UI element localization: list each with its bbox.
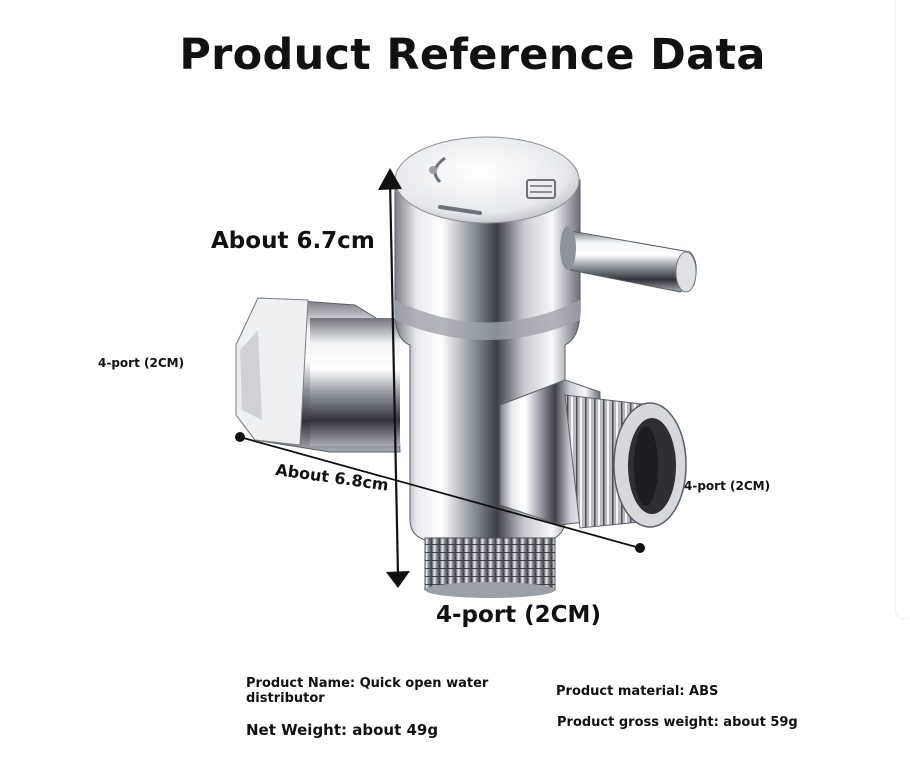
spec-net-weight: Net Weight: about 49g <box>246 721 439 739</box>
bottom-port-label: 4-port (2CM) <box>436 602 601 628</box>
page-title: Product Reference Data <box>179 30 766 80</box>
spec-material: Product material: ABS <box>556 684 719 699</box>
right-outlet <box>499 379 687 529</box>
width-line <box>235 432 645 553</box>
height-label: About 6.7cm <box>211 228 375 254</box>
panel-edge <box>895 0 910 619</box>
bottom-thread <box>424 537 556 598</box>
spec-gross-weight: Product gross weight: about 59g <box>557 715 798 730</box>
left-hex-nut <box>235 297 401 453</box>
right-port-label: 4-port (2CM) <box>684 479 771 493</box>
height-arrow <box>378 168 410 588</box>
left-port-label: 4-port (2CM) <box>98 356 185 370</box>
lever-handle <box>560 226 697 293</box>
spec-product-name: Product Name: Quick open water distribut… <box>246 676 489 706</box>
